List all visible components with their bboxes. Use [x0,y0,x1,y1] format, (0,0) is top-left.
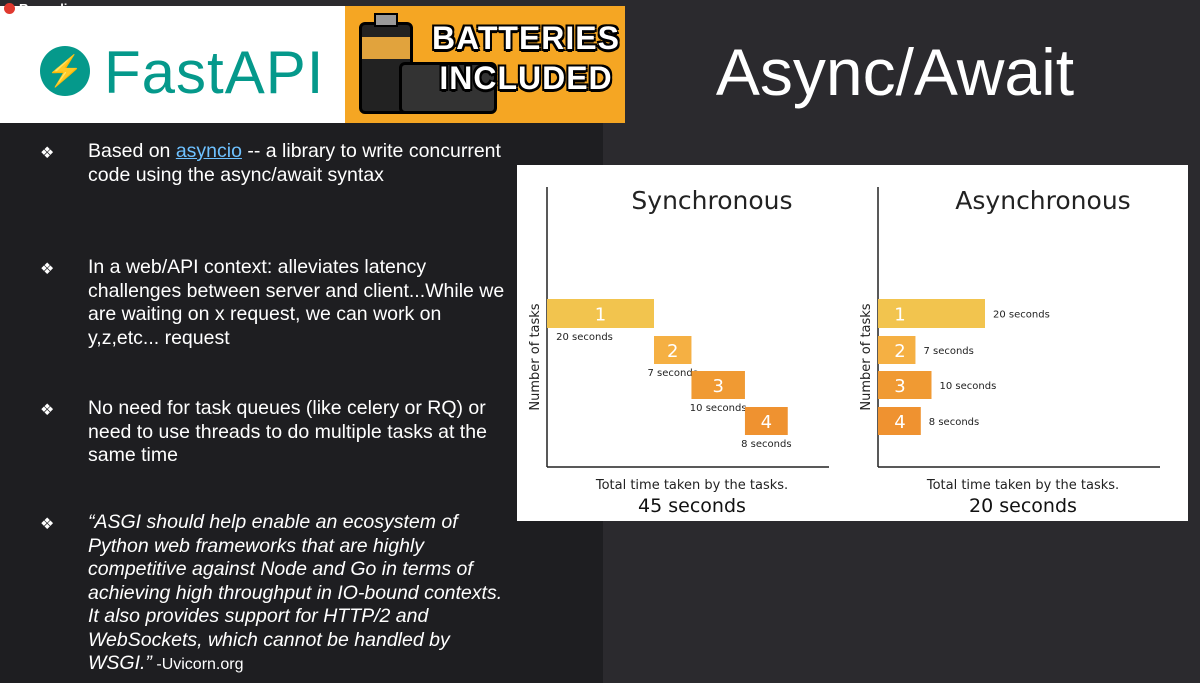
badge-line1: BATTERIES [432,20,620,56]
task-duration-label: 10 seconds [690,403,747,414]
bullet-text-suffix: -- a library to write concurrent code us… [88,140,501,186]
y-axis-label: Number of tasks [859,303,874,410]
lightning-icon: ⚡ [40,46,90,96]
task-duration-label: 8 seconds [929,417,979,428]
total-time-label: 45 seconds [638,495,746,517]
task-duration-label: 7 seconds [648,368,698,379]
task-bar [691,371,745,399]
badge-line2: INCLUDED [439,60,613,96]
bullet-text-prefix: Based on [88,140,176,162]
task-number-label: 3 [712,376,723,397]
recording-label: Recording [19,0,84,16]
bullet-text: No need for task queues (like celery or … [88,397,487,466]
badge-text: BATTERIES INCLUDED [431,18,621,98]
recording-indicator: Recording [0,0,87,16]
slide-title: Async/Await [715,35,1075,109]
task-bar [878,336,916,364]
task-number-label: 4 [894,412,905,433]
task-duration-label: 10 seconds [940,381,997,392]
bullet-marker-icon: ❖ [40,145,55,162]
task-duration-label: 8 seconds [741,439,791,450]
y-axis-label: Number of tasks [528,303,543,410]
asyncio-link[interactable]: asyncio [175,140,242,162]
bullet-text: In a web/API context: alleviates latency… [88,256,505,349]
chart-title: Synchronous [631,186,792,215]
task-bar [878,407,921,435]
batteries-included-badge: BATTERIES INCLUDED [345,6,625,123]
task-duration-label: 7 seconds [923,346,973,357]
quote-text: “ASGI should help enable an ecosystem of… [88,511,508,677]
task-bar [654,336,692,364]
battery-band [362,37,410,59]
bullet-marker-icon: ❖ [40,261,55,278]
task-bar [547,299,654,328]
logo-text: FastAPI [104,39,325,106]
uvicorn-quote: “ASGI should help enable an ecosystem of… [88,511,503,674]
battery-icon-lying [399,62,497,114]
task-bar [744,407,788,435]
fastapi-logo: ⚡ FastAPI [0,6,345,123]
slide-left-background [0,123,603,683]
x-axis-label: Total time taken by the tasks. [926,478,1119,493]
task-bar [878,299,985,328]
quote-source: -Uvicorn.org [151,656,244,673]
chart-title: Asynchronous [955,186,1130,215]
lightning-glyph: ⚡ [46,54,84,88]
task-number-label: 3 [894,376,905,397]
task-number-label: 1 [595,305,606,326]
task-number-label: 4 [761,412,772,433]
record-dot-icon [4,2,15,14]
bullet-text: Based on asyncio -- a library to write c… [88,140,508,187]
task-number-label: 2 [667,341,678,362]
x-axis-label: Total time taken by the tasks. [595,478,788,493]
bullet-marker-icon: ❖ [40,516,55,533]
total-time-label: 20 seconds [969,495,1077,517]
task-bar [878,371,932,399]
bullet-marker-icon: ❖ [40,402,55,419]
task-duration-label: 20 seconds [993,310,1050,321]
task-duration-label: 20 seconds [556,332,613,343]
task-number-label: 2 [894,341,905,362]
task-number-label: 1 [894,305,905,326]
